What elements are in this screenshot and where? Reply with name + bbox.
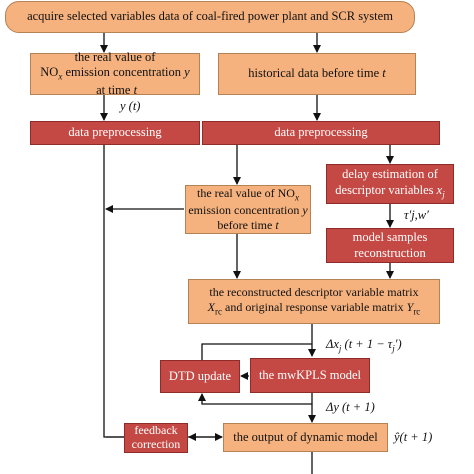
delay-estimation-node: delay estimation of descriptor variables… [326, 164, 454, 204]
arrow-mwkpls-to-dtd-bottom [198, 393, 313, 405]
dtd-update-node: DTD update [160, 360, 240, 393]
feedback-correction-node: feedback correction [124, 423, 188, 453]
data-preprocessing-left: data preprocessing [30, 121, 200, 145]
real-value-at-t-node: the real value of NOx emission concentra… [30, 49, 200, 97]
historical-data-node: historical data before time t [218, 53, 416, 95]
reconstructed-matrix-node: the reconstructed descriptor variable ma… [188, 279, 440, 324]
dynamic-model-output-node: the output of dynamic model [223, 423, 388, 452]
label-y-t: y (t) [120, 99, 141, 113]
real-value-at-t-line2: NOx emission concentration y at time t [40, 65, 190, 97]
label-delta-x: Δxj (t + 1 − τj′) [326, 337, 402, 354]
acquire-text: acquire selected variables data of coal-… [27, 9, 393, 24]
mwkpls-model-node: the mwKPLS model [250, 358, 370, 393]
label-tau-w: τ′j,w′ [404, 208, 429, 222]
model-samples-node: model samples reconstruction [326, 228, 454, 263]
data-preprocessing-right: data preprocessing [202, 121, 440, 145]
historical-text: historical data before time t [248, 66, 386, 81]
real-value-before-t-node: the real value of NOx emission concentra… [185, 185, 311, 234]
real-value-at-t-line1: the real value of [74, 49, 156, 64]
label-y-hat: ŷ(t + 1) [394, 430, 433, 444]
acquire-data-node: acquire selected variables data of coal-… [5, 1, 415, 33]
label-delta-y: Δy (t + 1) [326, 400, 375, 414]
